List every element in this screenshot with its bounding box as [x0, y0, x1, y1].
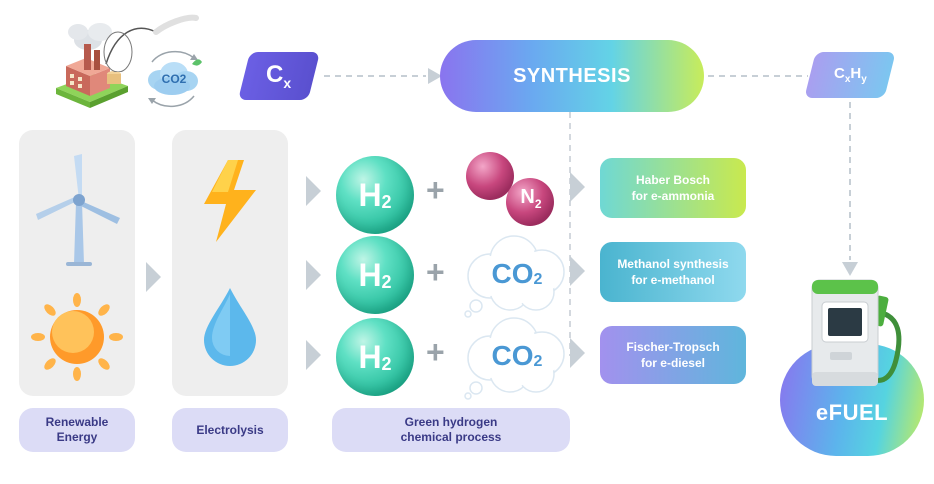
- lightning-icon: [198, 158, 262, 244]
- factory-icon: [48, 10, 130, 110]
- synthesis-pill: SYNTHESIS: [440, 40, 704, 112]
- co2-cloud-label: CO2: [161, 72, 187, 86]
- co2-sub: 2: [533, 271, 543, 288]
- h2-sub: 2: [381, 271, 392, 292]
- efuel-label: eFUEL: [815, 400, 889, 425]
- n2-molecule: N2: [460, 150, 560, 230]
- capture-net-icon: [103, 14, 199, 72]
- sun-icon: [30, 292, 124, 382]
- arrow-row2-in: [306, 260, 321, 290]
- h2-main: H: [358, 176, 382, 213]
- h2-sub: 2: [381, 353, 392, 374]
- process-haber-bosch: Haber Bosch for e-ammonia: [600, 158, 746, 218]
- water-drop-icon: [200, 286, 260, 368]
- arrow-renewable-electrolysis: [146, 262, 161, 292]
- h2-main: H: [358, 338, 382, 375]
- wind-turbine-icon: [32, 150, 126, 268]
- cxhy-tag: CxHy: [804, 52, 896, 98]
- connector-cxhy-efuel: [842, 102, 858, 276]
- renewable-energy-text: Renewable Energy: [45, 415, 109, 444]
- cx-main: C: [266, 61, 284, 89]
- renewable-energy-label: Renewable Energy: [19, 408, 135, 452]
- electrolysis-text: Electrolysis: [196, 422, 264, 437]
- plus-row2: +: [426, 254, 445, 290]
- co2-main: CO: [491, 340, 534, 371]
- green-hydrogen-text: Green hydrogen chemical process: [400, 415, 502, 444]
- cx-tag: Cx: [238, 52, 320, 100]
- co2-sub: 2: [533, 353, 543, 370]
- co2-main: CO: [491, 258, 534, 289]
- plus-row3: +: [426, 334, 445, 370]
- green-hydrogen-label: Green hydrogen chemical process: [332, 408, 570, 452]
- process-fischer-tropsch: Fischer-Tropsch for e-diesel: [600, 326, 746, 384]
- cxhy-h: H: [850, 65, 861, 82]
- electrolysis-label: Electrolysis: [172, 408, 288, 452]
- arrow-row3-out: [570, 338, 585, 368]
- connector-synthesis-cxhy: [708, 75, 808, 77]
- cxhy-y: y: [860, 74, 867, 85]
- cxhy-c: C: [833, 65, 845, 82]
- n2-label: N2: [520, 186, 542, 211]
- arrow-row1-out: [570, 172, 585, 202]
- co2-cloud-icon: CO2: [138, 46, 208, 108]
- connector-cx-synthesis: [324, 68, 442, 84]
- cx-sub: x: [283, 74, 292, 91]
- connector-synthesis-down: [569, 112, 571, 356]
- process-methanol: Methanol synthesis for e-methanol: [600, 242, 746, 302]
- arrow-row2-out: [570, 256, 585, 286]
- synthesis-label: SYNTHESIS: [513, 64, 631, 87]
- arrow-row3-in: [306, 340, 321, 370]
- fuel-pump-icon: [804, 276, 908, 392]
- arrow-row1-in: [306, 176, 321, 206]
- h2-sub: 2: [381, 191, 392, 212]
- h2-main: H: [358, 256, 382, 293]
- plus-row1: +: [426, 172, 445, 208]
